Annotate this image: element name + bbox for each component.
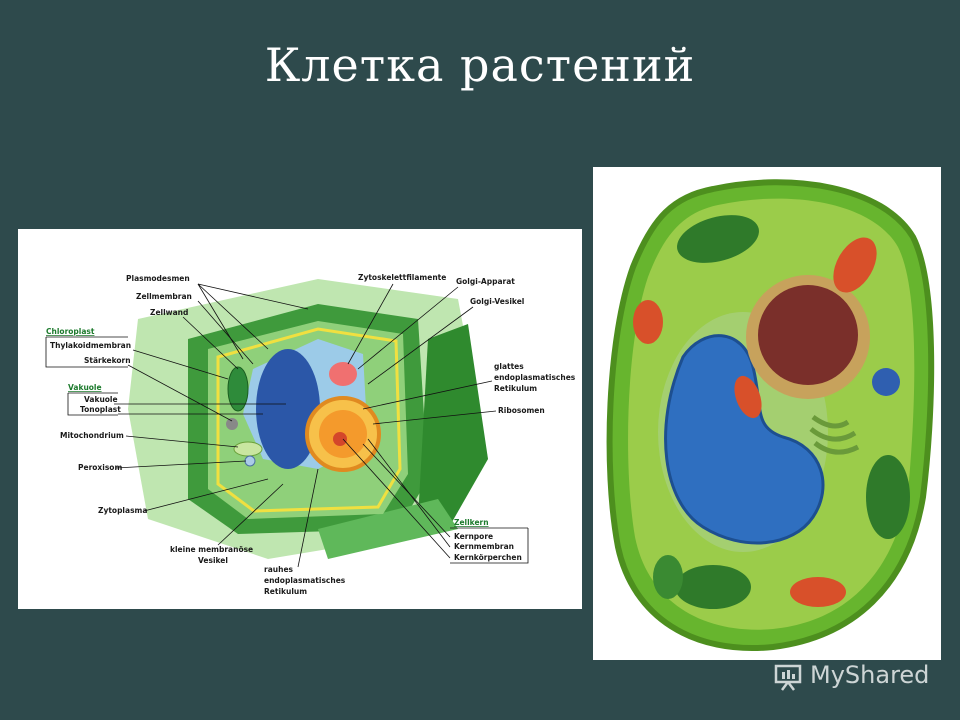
watermark: MyShared xyxy=(772,660,942,694)
label-vakuole-group: Vakuole xyxy=(68,383,102,392)
plant-cell-diagram-svg: Plasmodesmen Zellmembran Zellwand Chloro… xyxy=(45,273,576,596)
label-zellwand: Zellwand xyxy=(150,308,188,317)
label-zellkern-group: Zellkern xyxy=(454,518,489,527)
label-zytoskelett: Zytoskelettfilamente xyxy=(358,273,446,282)
golgi-apparatus xyxy=(809,414,860,455)
label-tonoplast: Tonoplast xyxy=(80,405,121,414)
cell-wall-side xyxy=(418,324,488,529)
label-rauhes-er-1: rauhes xyxy=(264,565,294,574)
peroxisome xyxy=(244,455,256,467)
label-rauhes-er-2: endoplasmatisches xyxy=(264,576,346,585)
label-kleine-vesikel-1: kleine membranöse xyxy=(170,545,253,554)
watermark-text: MyShared xyxy=(810,661,930,689)
chloroplast xyxy=(677,215,759,263)
label-golgi-vesikel: Golgi-Vesikel xyxy=(470,297,524,306)
mitochondrion xyxy=(790,577,846,607)
plant-cell-diagram: Plasmodesmen Zellmembran Zellwand Chloro… xyxy=(18,229,582,609)
label-zellmembran: Zellmembran xyxy=(136,292,192,301)
label-ribosomen: Ribosomen xyxy=(498,406,545,415)
label-kleine-vesikel-2: Vesikel xyxy=(198,556,228,565)
mitochondrion xyxy=(833,237,877,293)
vacuole xyxy=(256,349,320,469)
chloroplast xyxy=(675,565,751,609)
label-peroxisom: Peroxisom xyxy=(78,463,122,472)
label-brackets xyxy=(45,336,529,564)
label-mitochondrium: Mitochondrium xyxy=(60,431,124,440)
starch-grain xyxy=(226,418,238,430)
mitochondrion xyxy=(233,441,263,457)
cell-wall-bottom xyxy=(318,499,458,559)
chloroplast xyxy=(227,366,249,412)
peroxisome xyxy=(872,368,900,396)
nucleus xyxy=(758,285,858,385)
label-glattes-er-2: endoplasmatisches xyxy=(494,373,576,382)
plant-cell-illustration xyxy=(593,167,941,660)
label-glattes-er-1: glattes xyxy=(494,362,524,371)
label-rauhes-er-3: Retikulum xyxy=(264,587,307,596)
presentation-board-icon xyxy=(774,664,802,691)
label-thylakoidmembran: Thylakoidmembran xyxy=(50,341,131,350)
label-chloroplast-group: Chloroplast xyxy=(46,327,95,336)
label-kernpore: Kernpore xyxy=(454,532,493,541)
golgi-apparatus xyxy=(329,362,357,386)
label-glattes-er-3: Retikulum xyxy=(494,384,537,393)
label-kernkoerperchen: Kernkörperchen xyxy=(454,553,522,562)
nucleolus xyxy=(333,432,347,446)
chloroplast xyxy=(866,455,910,539)
mitochondrion xyxy=(633,300,663,344)
label-vakuole: Vakuole xyxy=(84,395,118,404)
plant-cell-illustration-svg xyxy=(606,179,935,651)
cell-membrane xyxy=(216,327,402,513)
leader-lines xyxy=(114,283,497,568)
label-staerkekorn: Stärkekorn xyxy=(84,356,131,365)
mitochondrion xyxy=(734,375,762,419)
chloroplast xyxy=(653,555,683,599)
label-kernmembran: Kernmembran xyxy=(454,542,514,551)
label-zytoplasma: Zytoplasma xyxy=(98,506,147,515)
slide-title: Клетка растений xyxy=(264,38,696,92)
label-golgi-apparat: Golgi-Apparat xyxy=(456,277,515,286)
label-plasmodesmen: Plasmodesmen xyxy=(126,274,190,283)
